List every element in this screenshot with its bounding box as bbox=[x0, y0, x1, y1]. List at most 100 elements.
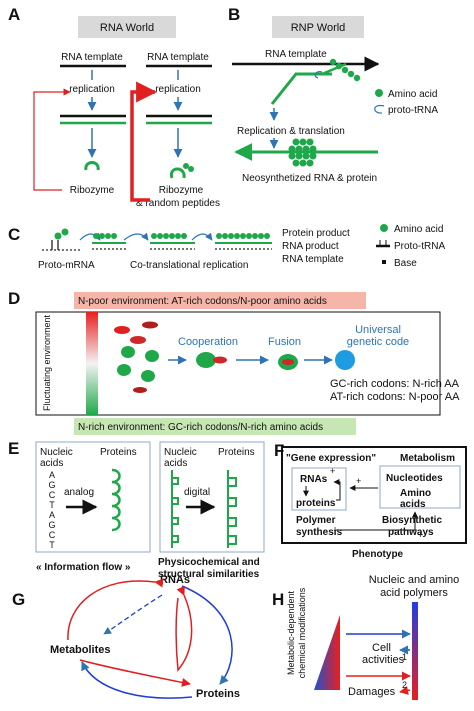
d-cooperation-label: Cooperation bbox=[178, 336, 238, 348]
c-legend-amino-acid-icon bbox=[380, 224, 388, 232]
e-nucleic-1: Nucleic bbox=[40, 447, 73, 458]
e-digital-label: digital bbox=[184, 487, 210, 498]
b-legend-proto-trna: proto-tRNA bbox=[388, 105, 438, 116]
f-gene-expression: "Gene expression" bbox=[286, 453, 376, 464]
e-nucleic-2: Nucleic bbox=[164, 447, 197, 458]
b-trna-shape bbox=[314, 71, 323, 79]
a-left-feedback-arrow bbox=[33, 88, 71, 191]
a-right-peptides-label: & random peptides bbox=[136, 198, 220, 209]
c-arrow-2 bbox=[123, 232, 149, 241]
d-cell-4 bbox=[121, 346, 135, 358]
g-arrow-metab-rnas-red bbox=[67, 578, 164, 641]
d-n-rich-text: N-rich environment: GC-rich codons/N-ric… bbox=[78, 422, 323, 433]
c-product-template: RNA template bbox=[282, 254, 344, 265]
d-cell-2 bbox=[142, 321, 158, 329]
c-arrow-1 bbox=[79, 232, 101, 241]
c-product-protein: Protein product bbox=[282, 228, 350, 239]
panel-b: B RNP World RNA template Replication & t… bbox=[228, 5, 438, 184]
g-arrow-metab-proteins-red bbox=[79, 659, 191, 687]
h-num-1: 1 bbox=[402, 652, 407, 662]
b-aa-2 bbox=[335, 62, 343, 70]
e-digital-protein bbox=[227, 470, 237, 548]
b-nascent-strand bbox=[270, 72, 332, 105]
e-base-1: G bbox=[48, 480, 55, 490]
b-result-label: Neosynthetized RNA & protein bbox=[242, 173, 377, 184]
panel-letter-c: C bbox=[8, 225, 20, 244]
a-left-ribozyme-label: Ribozyme bbox=[70, 185, 115, 196]
b-aa-3 bbox=[341, 66, 349, 74]
e-base-7: T bbox=[49, 540, 55, 550]
a-right-template-label: RNA template bbox=[147, 52, 209, 63]
h-polymer-bar bbox=[412, 602, 418, 700]
e-acids-2: acids bbox=[164, 458, 187, 469]
f-polymer1: Polymer bbox=[296, 515, 336, 526]
c-product-rna: RNA product bbox=[282, 241, 339, 252]
d-gc-rich: GC-rich codons: N-rich AA bbox=[330, 378, 460, 390]
b-legend-trna-icon bbox=[374, 104, 385, 114]
d-environment-gradient bbox=[86, 312, 98, 415]
f-phenotype-frame bbox=[281, 446, 467, 544]
panel-c: C Proto-mRNA Co-translational replicatio… bbox=[8, 224, 445, 271]
d-frame bbox=[35, 311, 441, 416]
f-proteins: proteins bbox=[296, 498, 336, 509]
f-gene-to-metab bbox=[334, 511, 418, 531]
h-top-line1: Nucleic and amino bbox=[369, 574, 460, 586]
b-aa-5 bbox=[353, 74, 361, 82]
e-proteins-2: Proteins bbox=[218, 447, 255, 458]
panel-d: D N-poor environment: AT-rich codons/N-p… bbox=[8, 289, 460, 435]
panel-letter-b: B bbox=[228, 5, 240, 24]
f-plus-1: + bbox=[330, 466, 335, 476]
h-cell2: activities bbox=[362, 654, 405, 666]
b-protein-cluster bbox=[288, 138, 317, 167]
f-amino2: acids bbox=[400, 499, 426, 510]
c-legend-proto-trna: Proto-tRNA bbox=[394, 241, 445, 252]
d-cell-3 bbox=[130, 336, 146, 344]
rnp-world-header-box bbox=[272, 16, 364, 38]
d-side-label: Fluctuating environment bbox=[42, 314, 52, 411]
panel-a: A RNA World RNA template replication Rib… bbox=[8, 5, 220, 209]
a-left-replication: replication bbox=[69, 84, 115, 95]
f-rnas: RNAs bbox=[300, 474, 328, 485]
d-n-poor-text: N-poor environment: AT-rich codons/N-poo… bbox=[78, 296, 327, 307]
e-base-0: A bbox=[49, 470, 55, 480]
d-fused-core bbox=[282, 359, 294, 365]
g-arrow-rnas-proteins-blue bbox=[181, 585, 233, 685]
e-similar-line2: structural similarities bbox=[158, 569, 260, 580]
h-damages: Damages bbox=[348, 686, 396, 698]
b-legend-amino-acid-icon bbox=[375, 89, 383, 97]
c-stage-4 bbox=[215, 233, 272, 250]
h-side-line2: chemical modifications bbox=[297, 587, 307, 678]
e-digital-box bbox=[159, 441, 265, 553]
b-legend-amino-acid: Amino acid bbox=[388, 89, 437, 100]
d-cell-6 bbox=[117, 364, 131, 376]
a-right-ribozyme-label: Ribozyme bbox=[159, 185, 204, 196]
f-metabolism: Metabolism bbox=[400, 453, 455, 464]
c-stage-3 bbox=[150, 233, 195, 250]
c-arrow-3 bbox=[191, 232, 213, 241]
panel-letter-h: H bbox=[272, 590, 284, 609]
c-stage-2 bbox=[92, 233, 126, 250]
panel-letter-e: E bbox=[8, 439, 19, 458]
f-phenotype: Phenotype bbox=[352, 549, 404, 560]
e-proteins-1: Proteins bbox=[100, 447, 137, 458]
b-template-label: RNA template bbox=[265, 49, 327, 60]
f-protein-feedback bbox=[333, 479, 341, 501]
b-aa-4 bbox=[347, 70, 355, 78]
panel-letter-d: D bbox=[8, 289, 20, 308]
h-top-line2: acid polymers bbox=[380, 587, 448, 599]
rna-world-header-box bbox=[78, 16, 176, 38]
f-biosyn1: Biosynthetic bbox=[382, 515, 442, 526]
d-cell-5 bbox=[145, 350, 159, 362]
c-proto-mrna-label: Proto-mRNA bbox=[38, 260, 95, 271]
f-polymer2: synthesis bbox=[296, 527, 343, 538]
g-arrow-rnas-metab-dashed bbox=[103, 594, 163, 635]
c-legend-amino-acid: Amino acid bbox=[394, 224, 443, 235]
d-n-poor-banner bbox=[74, 292, 366, 309]
a-right-ribozyme-shape bbox=[169, 167, 186, 179]
panel-g: G RNAs Metabolites Proteins bbox=[12, 574, 240, 700]
c-process-label: Co-translational replication bbox=[130, 260, 248, 271]
d-cell-8 bbox=[133, 387, 147, 393]
d-fusion-label: Fusion bbox=[268, 336, 301, 348]
a-left-template-label: RNA template bbox=[61, 52, 123, 63]
e-analog-protein bbox=[111, 468, 121, 532]
